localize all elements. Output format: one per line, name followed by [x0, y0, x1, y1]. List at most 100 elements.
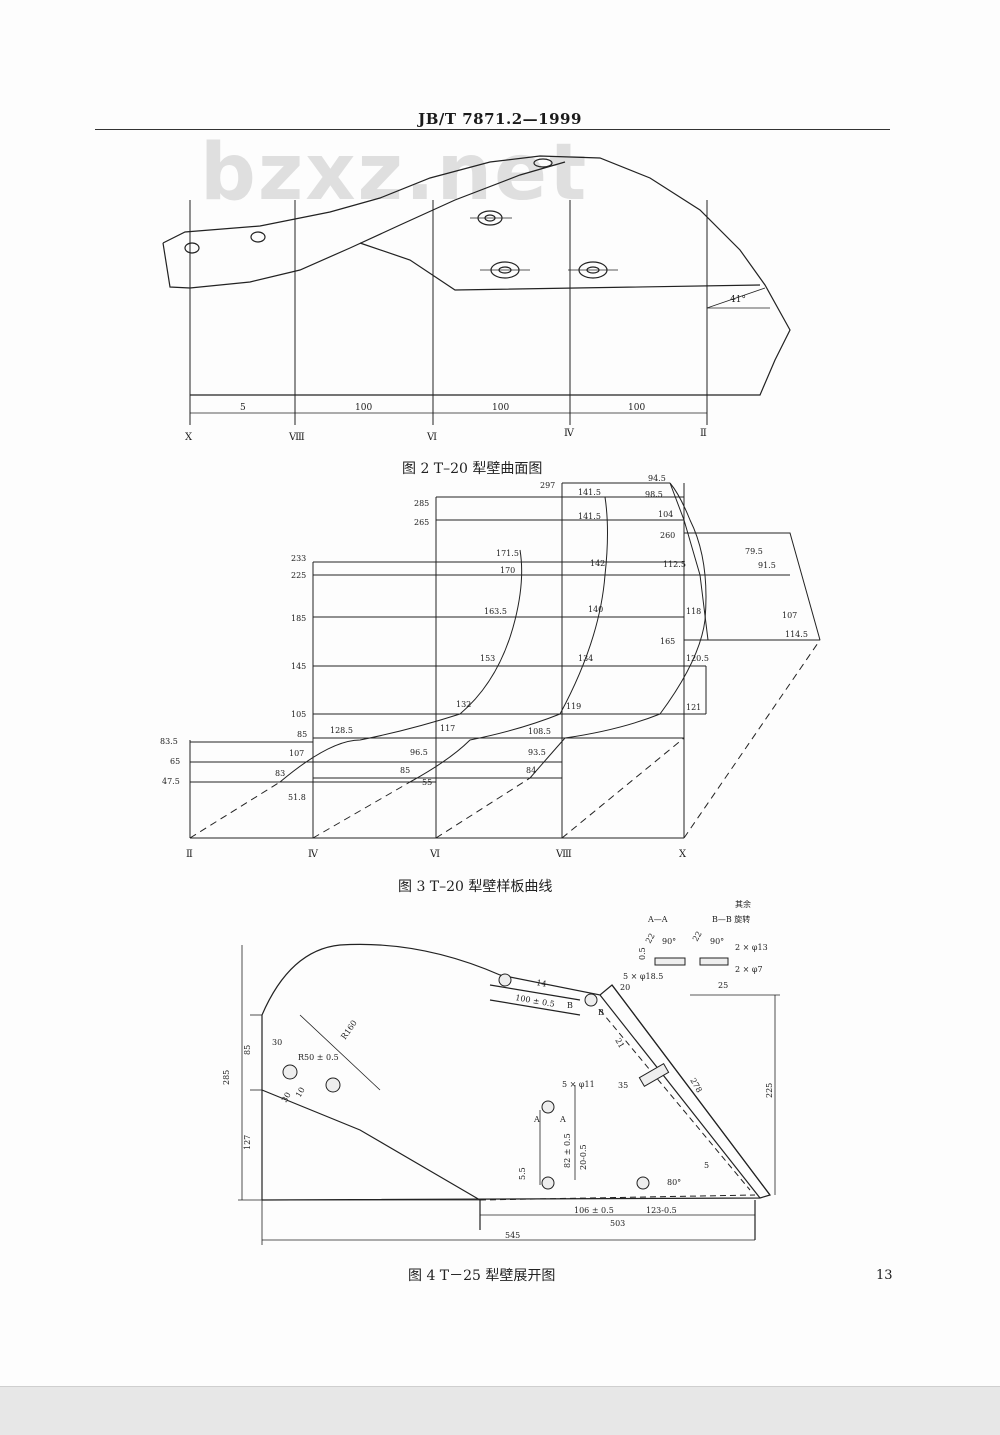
fig3-val-107b: 107 — [289, 749, 304, 758]
fig4-section-aa: A—A — [647, 915, 668, 924]
fig4-section-bb-detail — [699, 957, 729, 966]
fig3-val-120-5: 120.5 — [686, 654, 709, 663]
fig4-dim-20b: 20 — [620, 983, 630, 992]
fig3-val-114-5: 114.5 — [785, 630, 808, 639]
fig4-dim-106: 106 ± 0.5 — [574, 1206, 614, 1215]
fig3-left-285: 285 — [414, 499, 429, 508]
fig3-val-128-5: 128.5 — [330, 726, 353, 735]
fig3-val-104: 104 — [658, 510, 673, 519]
fig3-val-51-8: 51.8 — [288, 793, 306, 802]
fig3-val-141-5a: 141.5 — [578, 488, 601, 497]
fig3-val-94-5: 94.5 — [648, 474, 666, 483]
fig4-dim-503: 503 — [610, 1219, 625, 1228]
fig4-dim-r160: R160 — [339, 1019, 359, 1042]
fig4-dim-14: 14 — [536, 978, 548, 989]
fig2-outline — [162, 155, 791, 396]
fig4-dim-5-5: 5.5 — [518, 1167, 527, 1180]
fig4-dim-127: 127 — [243, 1135, 252, 1150]
fig4-outline — [261, 943, 771, 1201]
fig4-section-aa-detail — [654, 957, 686, 966]
fig3-left-233: 233 — [291, 554, 306, 563]
fig3-val-55: 55 — [422, 778, 432, 787]
fig4-label-b2: B — [598, 1008, 604, 1017]
fig2-section-4: Ⅳ — [564, 428, 575, 439]
fig4-dim-225: 225 — [765, 1083, 774, 1098]
fig4-hole-4 — [584, 993, 598, 1007]
fig3-val-260: 260 — [660, 531, 675, 540]
fig4-dim-22b: 22 — [691, 930, 704, 943]
fig4-dim-278: 278 — [688, 1077, 703, 1095]
fig3-left-65: 65 — [170, 757, 180, 766]
fig3-val-141-5b: 141.5 — [578, 512, 601, 521]
fig3-left-265: 265 — [414, 518, 429, 527]
fig3-val-98-5: 98.5 — [645, 490, 663, 499]
fig3-val-163-5: 163.5 — [484, 607, 507, 616]
fig4-dim-5phi18: 5 × φ18.5 — [623, 972, 663, 981]
fig2-dim-2: 100 — [355, 403, 372, 413]
fig3-val-91-5: 91.5 — [758, 561, 776, 570]
fig3-val-112-5: 112.5 — [663, 560, 686, 569]
fig3-val-171-5: 171.5 — [496, 549, 519, 558]
fig4-label-b1: B — [567, 1001, 573, 1010]
fig3-section-2: Ⅱ — [186, 849, 193, 860]
header-rule — [95, 129, 890, 130]
fig4-hole-6 — [541, 1176, 555, 1190]
fig3-val-93-5: 93.5 — [528, 748, 546, 757]
fig3-left-105: 105 — [291, 710, 306, 719]
fig2-section-x: X — [185, 432, 193, 443]
fig3-left-225: 225 — [291, 571, 306, 580]
fig4-dim-80deg: 80° — [667, 1178, 681, 1187]
figure-2-caption: 图 2 T–20 犁壁曲面图 — [402, 461, 543, 477]
standard-code-header: JB/T 7871.2—1999 — [418, 110, 582, 128]
fig4-dim-22a: 22 — [644, 932, 657, 945]
watermark: bzxz.net — [200, 128, 589, 218]
fig3-left-297: 297 — [540, 481, 555, 490]
fig3-section-6: Ⅵ — [429, 849, 440, 860]
fig4-dim-545: 545 — [505, 1231, 520, 1240]
fig3-val-134: 134 — [578, 654, 593, 663]
fig4-dim-285: 285 — [222, 1070, 231, 1085]
fig3-val-140: 140 — [588, 605, 603, 614]
fig3-val-107: 107 — [782, 611, 797, 620]
fig4-hole-5 — [541, 1100, 555, 1114]
fig2-dim-4: 100 — [628, 403, 645, 413]
fig3-val-85: 85 — [400, 766, 410, 775]
fig3-val-132: 132 — [456, 700, 471, 709]
fig4-dim-30a: 30 — [272, 1038, 282, 1047]
fig3-val-79-5: 79.5 — [745, 547, 763, 556]
fig3-left-185: 185 — [291, 614, 306, 623]
fig3-left-145: 145 — [291, 662, 306, 671]
fig4-section-bb: B—B 旋转 — [712, 914, 750, 924]
fig3-section-4: Ⅳ — [308, 849, 319, 860]
fig4-dim-85: 85 — [243, 1045, 252, 1055]
fig2-section-6: Ⅵ — [426, 432, 437, 443]
fig3-val-84: 84 — [526, 766, 536, 775]
figure-4-caption: 图 4 T－25 犁壁展开图 — [408, 1268, 556, 1284]
fig3-val-96-5: 96.5 — [410, 748, 428, 757]
fig3-left-47-5: 47.5 — [162, 777, 180, 786]
fig4-dim-30b: 30 — [280, 1091, 293, 1104]
fig3-val-142: 142 — [590, 559, 605, 568]
page-number: 13 — [876, 1268, 893, 1283]
fig4-label-a1: A — [533, 1115, 540, 1124]
fig3-val-153: 153 — [480, 654, 495, 663]
fig4-dim-35: 35 — [618, 1081, 628, 1090]
fig4-dim-90b: 90° — [710, 937, 724, 946]
fig4-dim-2phi13: 2 × φ13 — [735, 943, 768, 952]
fig4-surface-note: 其余 — [735, 899, 751, 909]
fig4-dim-20: 20-0.5 — [579, 1144, 588, 1170]
fig3-val-118: 118 — [686, 607, 701, 616]
fig4-hole-3 — [498, 973, 512, 987]
fig3-val-83: 83 — [275, 769, 285, 778]
fig4-dim-2phi7: 2 × φ7 — [735, 965, 763, 974]
fig4-dim-21: 21 — [613, 1037, 626, 1050]
fig4-dim-82: 82 ± 0.5 — [563, 1133, 572, 1168]
fig3-val-119: 119 — [566, 702, 581, 711]
fig3-left-83-5: 83.5 — [160, 737, 178, 746]
fig2-dim-1: 5 — [240, 403, 246, 413]
fig4-dim-123: 123-0.5 — [646, 1206, 677, 1215]
fig4-label-a2: A — [559, 1115, 566, 1124]
fig3-val-170: 170 — [500, 566, 515, 575]
